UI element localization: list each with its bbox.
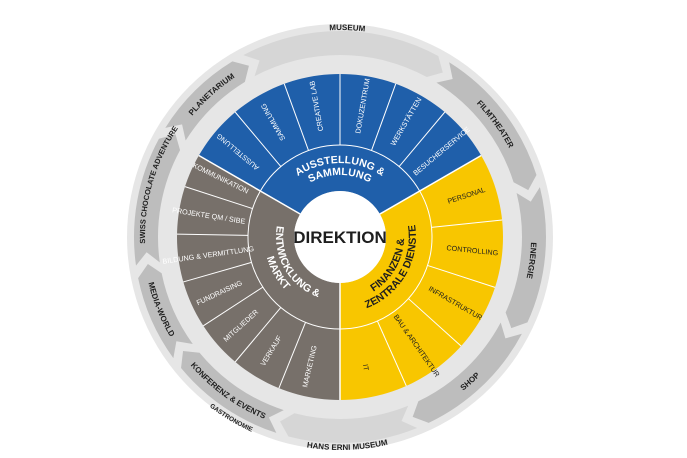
item-divider [376, 320, 407, 387]
item-divider [371, 83, 397, 151]
outer-band-segment [133, 134, 181, 266]
center-label: DIREKTION [293, 228, 387, 247]
sector-divider [198, 154, 301, 215]
item-divider [398, 111, 446, 167]
sector-item-label: IT [361, 363, 371, 372]
outer-area-label: MUSEUM [329, 23, 366, 34]
title-ring-arc [247, 190, 341, 330]
title-ring-arc [339, 190, 433, 330]
outer-band-segment [181, 351, 284, 433]
outer-band-segment [165, 61, 249, 141]
item-divider [278, 322, 307, 389]
item-divider [184, 186, 253, 210]
outer-band-segment [280, 405, 418, 444]
item-divider [431, 219, 503, 228]
item-divider [427, 264, 496, 288]
outer-band-segment [436, 62, 537, 191]
outer-band-segment [412, 322, 522, 423]
item-divider [234, 307, 282, 363]
center-circle [294, 191, 386, 283]
item-divider [408, 298, 462, 347]
sector-finanzen-wedge [340, 155, 503, 400]
outer-band-segment [243, 30, 443, 78]
outer-band-segment [505, 187, 546, 329]
outer-band-segment [138, 264, 193, 359]
title-ring-arc [259, 144, 421, 192]
item-divider [183, 261, 252, 283]
item-divider [177, 233, 249, 236]
item-divider [234, 111, 282, 167]
center-hub: DIREKTION [293, 191, 387, 283]
sector-divider [379, 154, 482, 215]
item-divider [203, 286, 264, 327]
item-divider [283, 83, 309, 151]
